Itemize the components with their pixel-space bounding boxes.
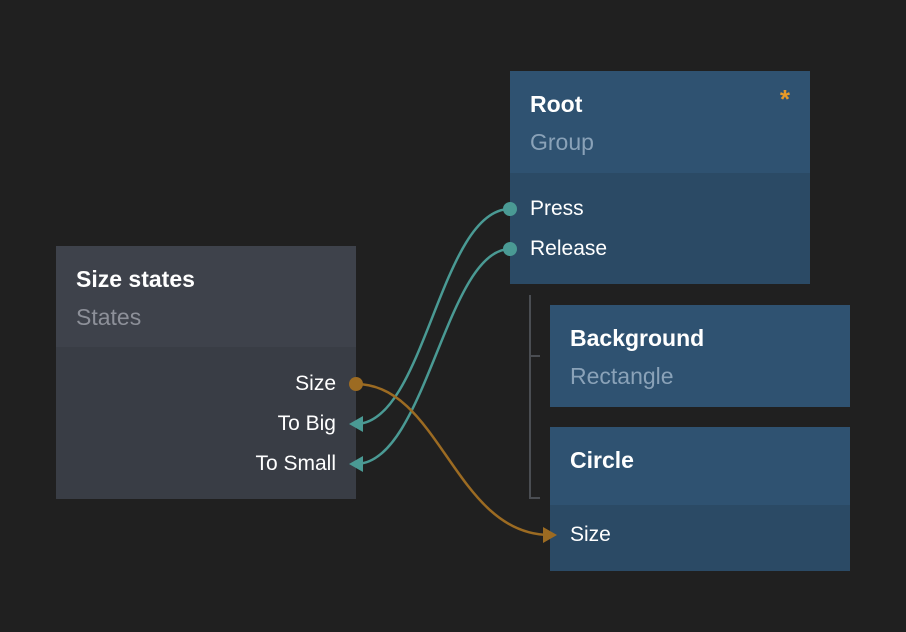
node-type: States [76,304,142,330]
node-ports [550,505,850,571]
node-ports [56,347,356,499]
node-header[interactable]: Size states States [56,246,356,347]
hierarchy-branch-background [529,355,540,357]
port-press-output[interactable]: Press [530,197,584,220]
wire-size-to-circle-size[interactable] [355,382,551,537]
port-size-output[interactable]: Size [295,372,336,395]
port-to-small-input[interactable]: To Small [255,452,336,475]
node-header[interactable]: Circle [550,427,850,505]
node-type: Rectangle [570,363,674,389]
circle-node[interactable]: Circle Size [550,427,850,571]
wire-press-to-big[interactable] [355,207,511,426]
hierarchy-branch-circle [529,497,540,499]
port-size-input[interactable]: Size [570,523,611,546]
node-ports [510,173,810,284]
node-title: Root [530,91,583,117]
node-title: Size states [76,266,195,292]
port-to-big-input[interactable]: To Big [277,412,336,435]
wire-release-to-small[interactable] [355,247,511,466]
hierarchy-line [529,295,531,499]
node-title: Background [570,325,705,351]
node-header[interactable]: Root Group * [510,71,810,173]
background-node[interactable]: Background Rectangle [550,305,850,407]
node-type: Group [530,129,594,155]
node-header[interactable]: Background Rectangle [550,305,850,390]
port-release-output[interactable]: Release [530,237,608,260]
root-node[interactable]: Root Group * Press Release [510,71,810,284]
root-badge-icon: * [779,84,790,114]
node-title: Circle [570,447,634,473]
size-states-node[interactable]: Size states States Size To Big To Small [56,246,356,499]
